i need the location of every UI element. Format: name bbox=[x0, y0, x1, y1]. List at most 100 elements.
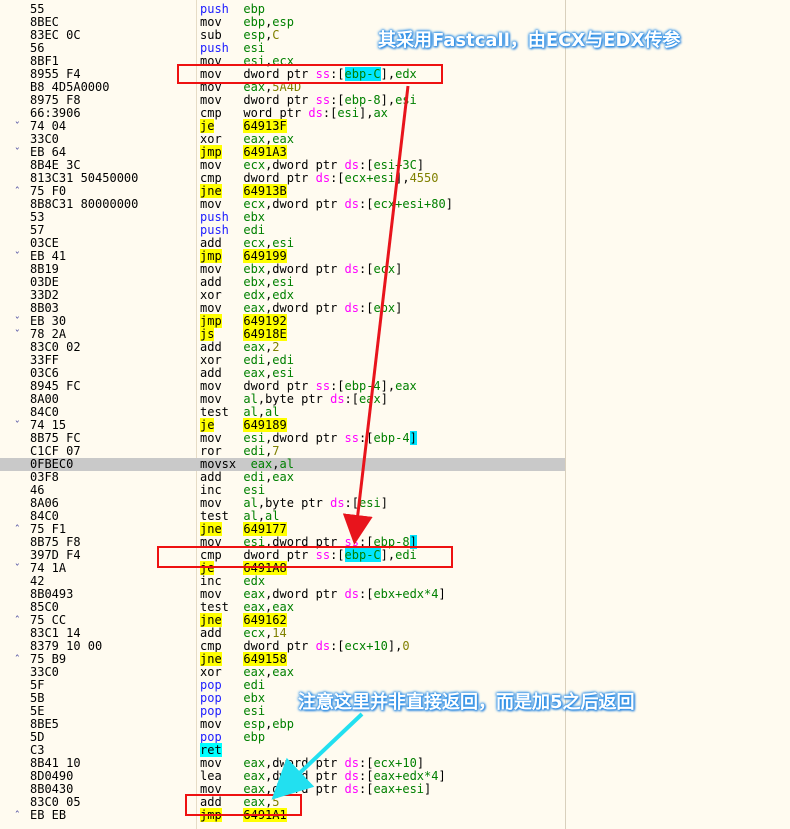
mnemonic: test bbox=[200, 509, 229, 523]
operand: ebp-8 bbox=[373, 535, 410, 549]
instruction-bytes: B8 4D5A0000 bbox=[30, 80, 110, 94]
instruction-disasm: ror edi,7 bbox=[200, 445, 280, 458]
operand: eax bbox=[243, 340, 266, 354]
operand: , bbox=[265, 158, 273, 172]
instruction-disasm: jne 649158 bbox=[200, 652, 287, 666]
instruction-bytes: 5E bbox=[30, 704, 45, 718]
operand: , bbox=[265, 717, 273, 731]
operand: :[ bbox=[359, 301, 374, 315]
red-arrow bbox=[342, 85, 410, 545]
operand: :[ bbox=[359, 262, 374, 276]
mnemonic: mov bbox=[200, 535, 222, 549]
annotation-note-add5-return: 注意这里并非直接返回，而是加5之后返回 bbox=[298, 692, 635, 713]
column-divider bbox=[196, 0, 197, 829]
operand: 649158 bbox=[243, 652, 287, 666]
jump-marker: ˇ bbox=[14, 562, 21, 575]
instruction-disasm: inc edx bbox=[200, 575, 265, 588]
operand: , bbox=[265, 769, 273, 783]
operand: dword ptr bbox=[243, 379, 316, 393]
operand: al bbox=[279, 457, 294, 471]
instruction-bytes: 75 B9 bbox=[30, 652, 67, 666]
instruction-bytes: 78 2A bbox=[30, 327, 67, 341]
operand: 64913F bbox=[243, 119, 287, 133]
instruction-bytes: EB 41 bbox=[30, 249, 67, 263]
operand: dword ptr bbox=[272, 431, 345, 445]
jump-marker: ˇ bbox=[14, 315, 21, 328]
operand: ], bbox=[380, 379, 396, 393]
operand: , bbox=[265, 262, 273, 276]
operand: ecx bbox=[243, 158, 266, 172]
instruction-disasm: xor edi,edi bbox=[200, 354, 294, 367]
operand: ], bbox=[380, 548, 396, 562]
instruction-disasm: jne 64913B bbox=[200, 184, 287, 198]
operand: ecx+esi+80 bbox=[373, 197, 446, 211]
instruction-disasm: mov al,byte ptr ds:[eax] bbox=[200, 393, 388, 406]
jump-marker: ˇ bbox=[14, 250, 21, 263]
mnemonic: cmp bbox=[200, 548, 222, 562]
instruction-disasm: cmp word ptr ds:[esi],ax bbox=[200, 107, 388, 120]
operand: ebx bbox=[243, 275, 266, 289]
instruction-bytes: EB 30 bbox=[30, 314, 67, 328]
operand: eax bbox=[243, 132, 266, 146]
operand: ebp-C bbox=[344, 67, 381, 81]
operand: ebx bbox=[373, 301, 396, 315]
operand: ax bbox=[373, 106, 388, 120]
mnemonic: pop bbox=[200, 691, 222, 705]
